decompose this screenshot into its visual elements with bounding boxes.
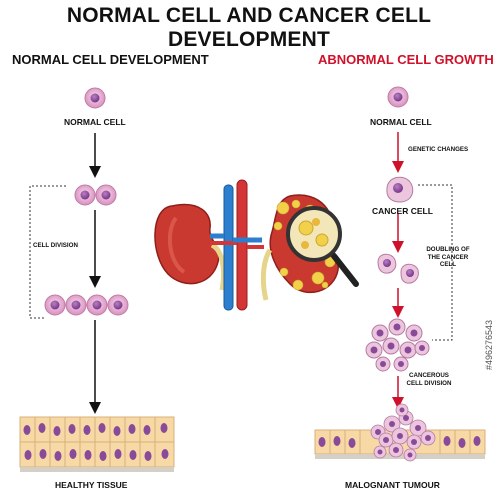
normal-heading: NORMAL CELL DEVELOPMENT [12, 52, 209, 67]
label-doubling-line1: DOUBLING OF [426, 246, 470, 253]
abnormal-heading: ABNORMAL CELL GROWTH [318, 52, 494, 67]
healthy-kidney [154, 203, 220, 285]
vein [223, 184, 234, 311]
normal-cells-row [44, 294, 129, 316]
label-doubling: DOUBLING OF THE CANCER CELL [422, 246, 474, 269]
cancer-division-bracket [418, 184, 453, 341]
normal-cells-pair [74, 184, 117, 206]
label-cancerous-line1: CANCEROUS [409, 372, 449, 379]
dividing-cancer-cluster [365, 318, 430, 372]
normal-cell-single [84, 87, 106, 109]
kidney-illustration [154, 179, 359, 311]
label-healthy-tissue: HEALTHY TISSUE [55, 480, 128, 490]
doubled-cancer-cells [377, 253, 419, 284]
label-cancerous-line2: CELL DIVISION [406, 379, 452, 387]
label-normal-cell-right: NORMAL CELL [370, 117, 432, 127]
tumour-tissue [314, 403, 486, 462]
cell-division-bracket [29, 185, 66, 319]
page-title: NORMAL CELL AND CANCER CELL DEVELOPMENT [66, 4, 432, 51]
label-normal-cell-left: NORMAL CELL [64, 117, 126, 127]
cancer-cell [386, 176, 414, 203]
label-cancerous-division: CANCEROUS CELL DIVISION [405, 372, 453, 387]
label-cancer-cell: CANCER CELL [372, 206, 433, 216]
label-doubling-line2: THE CANCER CELL [427, 253, 469, 269]
magnifier-icon [286, 206, 359, 287]
healthy-tissue [19, 416, 175, 472]
label-tumour: MALOGNANT TUMOUR [345, 480, 440, 490]
label-cell-division: CELL DIVISION [33, 242, 78, 249]
abnormal-normal-cell [387, 86, 409, 108]
label-genetic-changes: GENETIC CHANGES [408, 146, 469, 153]
artery [236, 179, 248, 311]
watermark-id: #496276543 [484, 319, 494, 370]
